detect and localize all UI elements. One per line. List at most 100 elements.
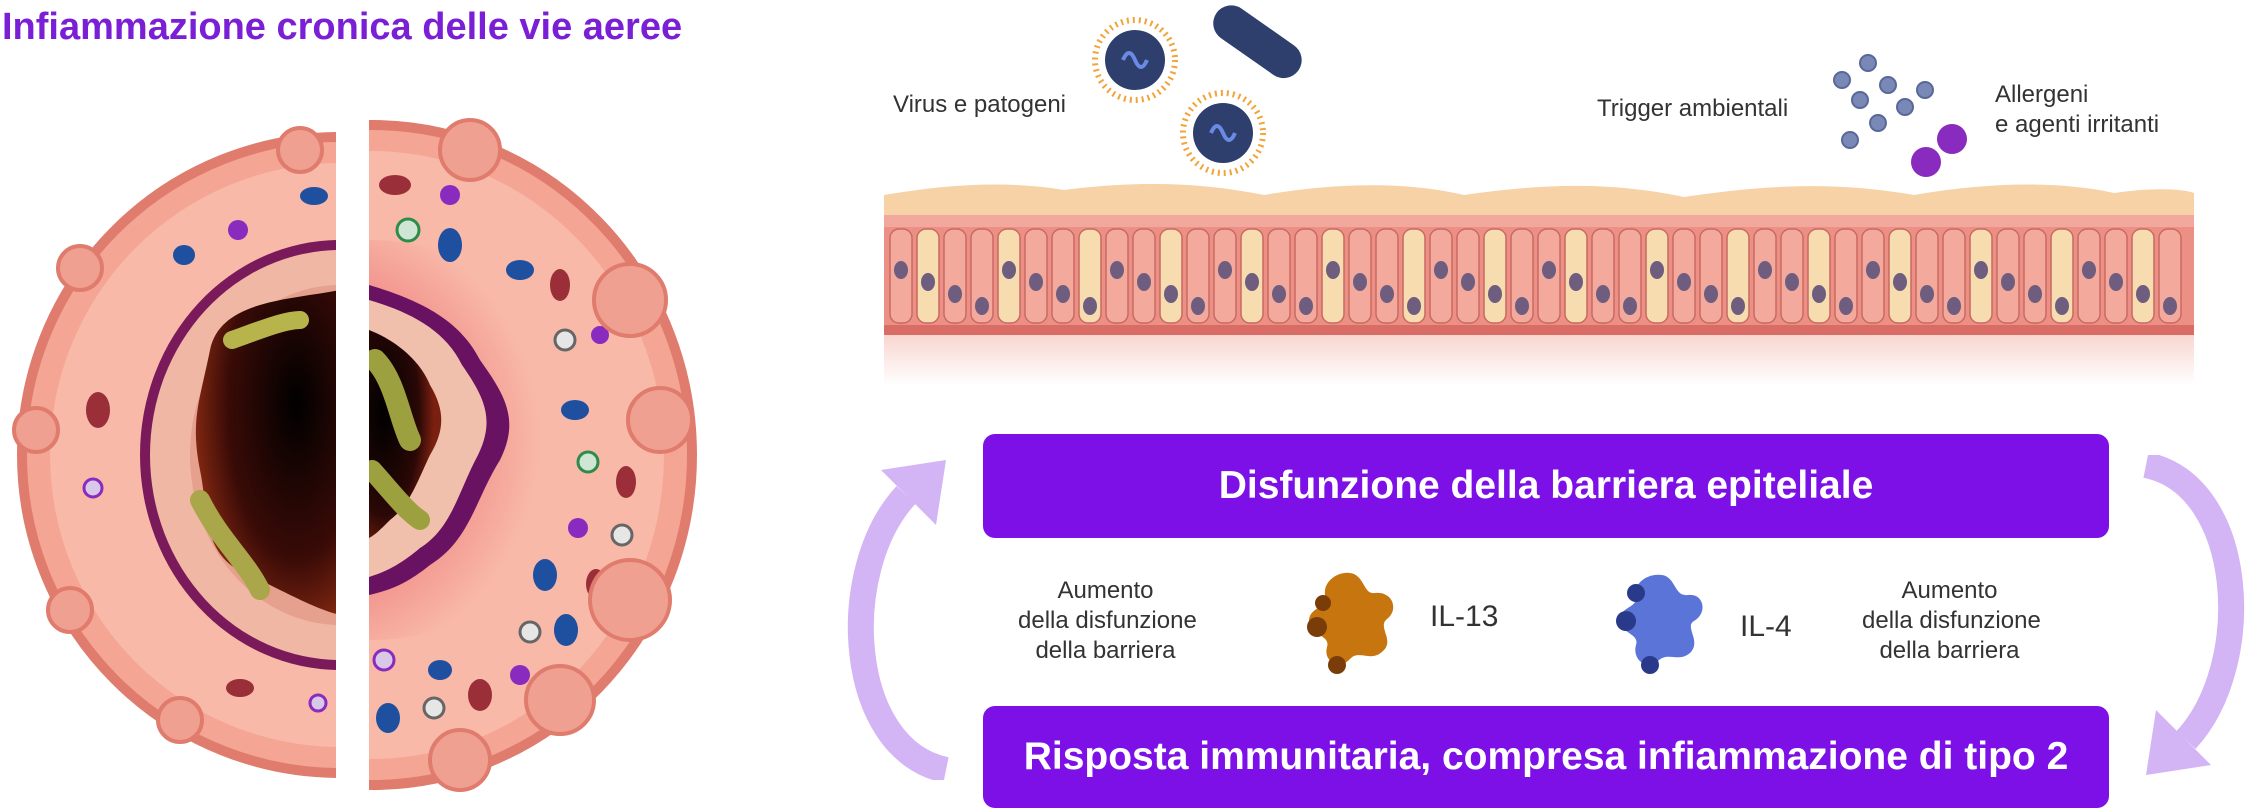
epithelial-cell <box>943 228 967 324</box>
epithelial-cell <box>1942 228 1966 324</box>
virus-icon-2 <box>1180 90 1266 176</box>
left-increase-line-2: della disfunzione <box>1018 607 1197 634</box>
cell-nucleus <box>1110 261 1124 279</box>
cell-nucleus <box>2082 261 2096 279</box>
cell-nucleus <box>1461 273 1475 291</box>
epithelial-cell <box>2023 228 2047 324</box>
cell-nucleus <box>1002 261 1016 279</box>
right-increase-line-2: della disfunzione <box>1862 607 2041 634</box>
cell-nucleus <box>894 261 908 279</box>
cell-nucleus <box>1245 273 1259 291</box>
virus-icon <box>1092 17 1178 103</box>
il13-label: IL-13 <box>1430 600 1499 633</box>
airway-left-half <box>12 126 336 778</box>
epithelial-cell <box>1294 228 1318 324</box>
cell-nucleus <box>1731 297 1745 315</box>
cell-nucleus <box>975 297 989 315</box>
cell-nucleus <box>1218 261 1232 279</box>
cell-nucleus <box>1164 285 1178 303</box>
epithelial-cell <box>2050 228 2074 324</box>
cell-nucleus <box>1812 285 1826 303</box>
cell-nucleus <box>1650 261 1664 279</box>
allergeni-line-2: e agenti irritanti <box>1995 111 2160 138</box>
epithelial-cell <box>1591 228 1615 324</box>
cycle-arrow-right <box>2142 455 2244 775</box>
cell-nucleus <box>1623 297 1637 315</box>
cell-nucleus <box>1569 273 1583 291</box>
cell-nucleus <box>1704 285 1718 303</box>
il13-cytokine-icon <box>1307 572 1394 674</box>
cell-nucleus <box>1380 285 1394 303</box>
cell-nucleus <box>1839 297 1853 315</box>
bacterium-icon <box>1213 5 1302 79</box>
epithelial-cell <box>2158 228 2182 324</box>
cell-nucleus <box>2136 285 2150 303</box>
il4-cytokine-icon <box>1616 574 1703 674</box>
left-increase-line-1: Aumento <box>1057 577 1154 604</box>
cell-nucleus <box>1974 261 1988 279</box>
cell-nucleus <box>921 273 935 291</box>
epithelial-cell <box>970 228 994 324</box>
epithelial-cell <box>1699 228 1723 324</box>
cell-nucleus <box>1515 297 1529 315</box>
cycle-arrow-left <box>848 460 950 780</box>
cell-nucleus <box>1758 261 1772 279</box>
airway-illustration <box>12 118 697 792</box>
allergeni-label: Allergeni e agenti irritanti <box>1995 80 2159 140</box>
epithelial-cell <box>1510 228 1534 324</box>
epithelial-cell <box>1402 228 1426 324</box>
epithelial-cell <box>1375 228 1399 324</box>
cell-nucleus <box>1137 273 1151 291</box>
epithelial-cell <box>1159 228 1183 324</box>
cell-nucleus <box>1542 261 1556 279</box>
left-increase-text: Aumento della disfunzione della barriera <box>1018 576 1197 666</box>
cell-nucleus <box>1272 285 1286 303</box>
cell-nucleus <box>1866 261 1880 279</box>
cell-nucleus <box>948 285 962 303</box>
epithelial-cell <box>2131 228 2155 324</box>
cell-nucleus <box>1083 297 1097 315</box>
epithelial-cell <box>1267 228 1291 324</box>
cell-nucleus <box>1893 273 1907 291</box>
cell-nucleus <box>2109 273 2123 291</box>
epithelial-cell <box>1618 228 1642 324</box>
epithelial-cell <box>1915 228 1939 324</box>
cell-nucleus <box>1353 273 1367 291</box>
epithelial-cell <box>1186 228 1210 324</box>
cell-nucleus <box>1299 297 1313 315</box>
airway-right-half <box>369 118 697 792</box>
cell-nucleus <box>2163 297 2177 315</box>
epithelial-cell <box>1051 228 1075 324</box>
cell-nucleus <box>2055 297 2069 315</box>
cell-nucleus <box>1434 261 1448 279</box>
page-title: Infiammazione cronica delle vie aeree <box>2 6 683 48</box>
epithelial-cell <box>1834 228 1858 324</box>
immune-response-band: Risposta immunitaria, compresa infiammaz… <box>983 706 2109 808</box>
allergeni-line-1: Allergeni <box>1995 81 2089 108</box>
cell-nucleus <box>1677 273 1691 291</box>
cell-nucleus <box>2001 273 2015 291</box>
cell-nucleus <box>1056 285 1070 303</box>
cell-nucleus <box>1326 261 1340 279</box>
cell-nucleus <box>1920 285 1934 303</box>
trigger-label: Trigger ambientali <box>1597 95 1789 122</box>
barrier-dysfunction-band: Disfunzione della barriera epiteliale <box>983 434 2109 538</box>
virus-label: Virus e patogeni <box>893 91 1067 118</box>
left-increase-line-3: della barriera <box>1035 637 1176 664</box>
cell-nucleus <box>1488 285 1502 303</box>
epithelial-cell <box>1726 228 1750 324</box>
epithelial-cell <box>1483 228 1507 324</box>
right-increase-line-1: Aumento <box>1901 577 1998 604</box>
cell-nucleus <box>1785 273 1799 291</box>
epithelial-cell <box>1807 228 1831 324</box>
allergen-particles-icon <box>1833 54 1967 177</box>
epithelial-cell <box>1078 228 1102 324</box>
cell-nucleus <box>1947 297 1961 315</box>
cell-nucleus <box>1191 297 1205 315</box>
cell-nucleus <box>1029 273 1043 291</box>
cell-nucleus <box>1596 285 1610 303</box>
cell-nucleus <box>2028 285 2042 303</box>
right-increase-text: Aumento della disfunzione della barriera <box>1862 576 2041 666</box>
right-increase-line-3: della barriera <box>1879 637 2020 664</box>
epithelium-illustration <box>884 183 2194 385</box>
